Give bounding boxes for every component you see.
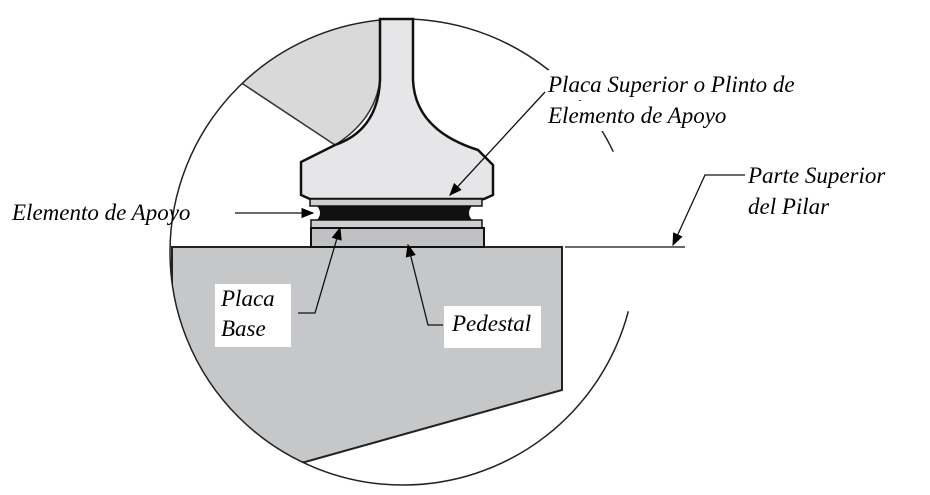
pier-top-label-2: del Pilar [748,192,830,222]
pedestal-label: Pedestal [444,306,542,348]
girder-column [299,17,495,201]
elastomer [317,206,472,220]
base-plate-label-2: Base [221,316,266,341]
pedestal-leader [405,243,443,326]
base-plate-label-1: Placa [221,286,275,311]
bearing-label: Elemento de Apoyo [12,200,191,225]
pier-top-label-1: Parte Superior [748,161,886,191]
shaded-wedge [198,19,381,146]
top-plate-label-2: Elemento de Apoyo [548,101,727,131]
base-plate-leader [298,226,342,314]
pier [171,246,563,472]
top-plate-label-1: Placa Superior o Plinto de [548,70,795,100]
pier-top-leader [672,174,745,247]
top-plate-leader [449,91,546,196]
base-plate [310,219,483,229]
top-plate [309,198,483,207]
pedestal-block [310,227,485,248]
